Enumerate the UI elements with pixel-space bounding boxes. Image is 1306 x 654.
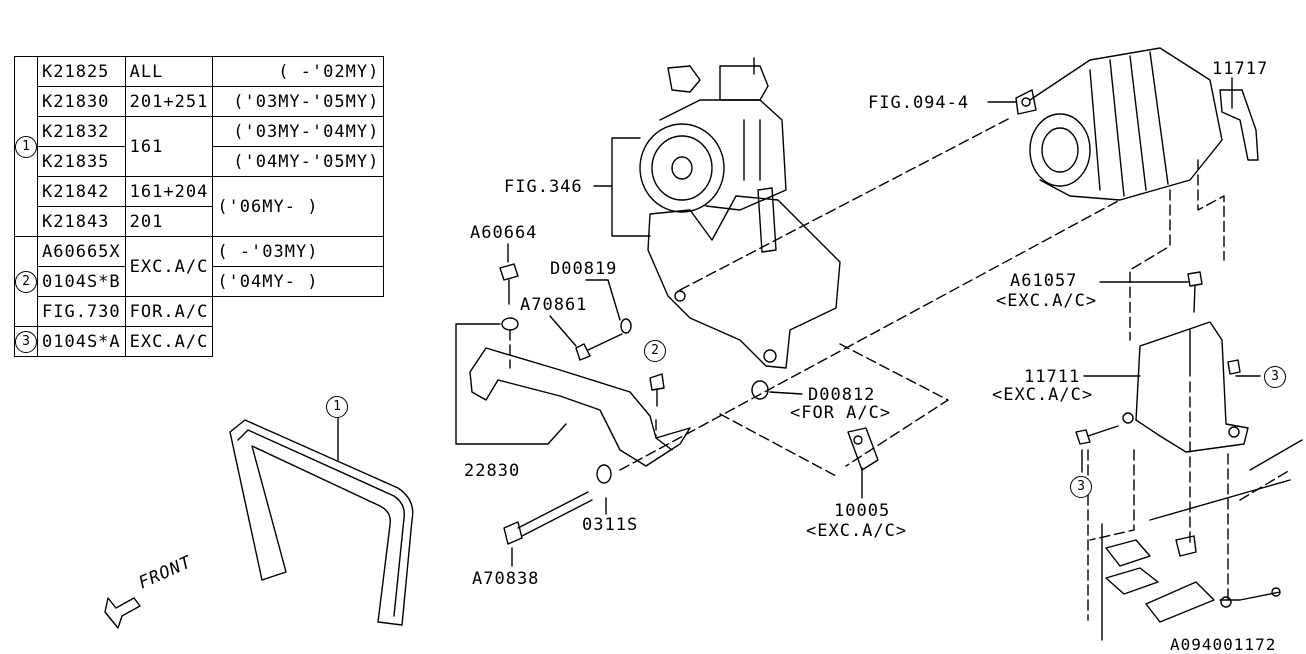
part-number: K21842 xyxy=(37,176,126,207)
label-11711-note: <EXC.A/C> xyxy=(992,385,1094,405)
part-number: K21825 xyxy=(37,56,126,87)
table-row: 1 K21825 ALL ( -'02MY) xyxy=(14,56,385,237)
callout-3-right: 3 xyxy=(1264,366,1286,388)
label-10005-note: <EXC.A/C> xyxy=(806,521,908,541)
label-a61057: A61057 xyxy=(1010,271,1078,291)
leader-lines xyxy=(455,77,1261,567)
v-belt xyxy=(229,416,414,626)
pump-bracket xyxy=(647,187,841,369)
bracket-22830 xyxy=(469,347,691,467)
table-row: K21832 161 ('03MY-'04MY) xyxy=(15,116,385,177)
engine-edge xyxy=(1101,439,1303,641)
group-callout: 2 xyxy=(14,236,38,327)
label-d00812: D00812 xyxy=(808,385,876,405)
callout-2: 2 xyxy=(644,340,666,362)
label-d00812-note: <FOR A/C> xyxy=(790,403,892,423)
label-a61057-note: <EXC.A/C> xyxy=(996,291,1098,311)
part-number: 0104S*A xyxy=(37,326,126,357)
part-number: A60665X xyxy=(37,236,126,267)
applicability: 161 xyxy=(124,116,214,177)
model-years: ('06MY- ) xyxy=(212,176,385,237)
part-number: K21843 xyxy=(37,206,126,237)
model-years: ('03MY-'05MY) xyxy=(212,86,385,117)
part-number: K21835 xyxy=(37,146,126,177)
applicability: 201+251 xyxy=(124,86,214,117)
model-years: ( -'03MY) xyxy=(212,236,385,267)
part-number: FIG.730 xyxy=(37,296,126,327)
model-years: ( -'02MY) xyxy=(212,56,385,87)
alternator-bracket xyxy=(1122,321,1249,453)
applicability: 201 xyxy=(124,206,214,237)
table-row: K21830 201+251 ('03MY-'05MY) xyxy=(15,86,385,117)
table-row: 3 0104S*A EXC.A/C xyxy=(14,326,384,357)
applicability: ALL xyxy=(124,56,214,87)
parts-table: 1 K21825 ALL ( -'02MY) K21830 201+251 ('… xyxy=(14,56,385,357)
label-a70861: A70861 xyxy=(520,295,588,315)
table-row: K21842 161+204 ('06MY- ) xyxy=(15,176,385,237)
label-fig094: FIG.094-4 xyxy=(868,93,970,113)
callout-3-lower: 3 xyxy=(1070,476,1092,498)
applicability: EXC.A/C xyxy=(124,236,214,297)
label-11711: 11711 xyxy=(1024,367,1081,387)
part-number: 0104S*B xyxy=(37,266,126,297)
applicability: FOR.A/C xyxy=(124,296,214,327)
label-11717: 11717 xyxy=(1212,59,1269,79)
label-22830: 22830 xyxy=(464,461,521,481)
label-10005: 10005 xyxy=(834,501,891,521)
label-fig346: FIG.346 xyxy=(504,177,583,197)
power-steering-pump xyxy=(639,57,787,213)
label-a70838: A70838 xyxy=(472,569,540,589)
alternator xyxy=(1015,47,1259,201)
label-0311s: 0311S xyxy=(582,515,639,535)
callout-1: 1 xyxy=(326,396,348,418)
table-row: K21835 ('04MY-'05MY) xyxy=(15,146,385,177)
label-d00819: D00819 xyxy=(550,259,618,279)
table-row: FIG.730 FOR.A/C xyxy=(15,296,384,327)
alignment-lines xyxy=(509,117,1291,621)
group-callout: 1 xyxy=(14,56,38,237)
table-row: 2 A60665X EXC.A/C ( -'03MY) xyxy=(14,236,385,327)
model-years: ('03MY-'04MY) xyxy=(212,116,385,147)
label-a60664: A60664 xyxy=(470,223,538,243)
group-callout: 3 xyxy=(14,326,38,357)
figure-reference: A094001172 xyxy=(1170,635,1277,654)
model-years: ('04MY- ) xyxy=(212,266,385,297)
model-years: ('04MY-'05MY) xyxy=(212,146,385,177)
applicability: 161+204 xyxy=(124,176,214,207)
table-row: 0104S*B ('04MY- ) xyxy=(15,266,385,297)
part-number: K21832 xyxy=(37,116,126,147)
engine-block-partial xyxy=(1105,535,1281,623)
front-arrow xyxy=(104,597,141,629)
table-row: K21843 201 xyxy=(15,206,384,237)
part-number: K21830 xyxy=(37,86,126,117)
applicability: EXC.A/C xyxy=(124,326,214,357)
